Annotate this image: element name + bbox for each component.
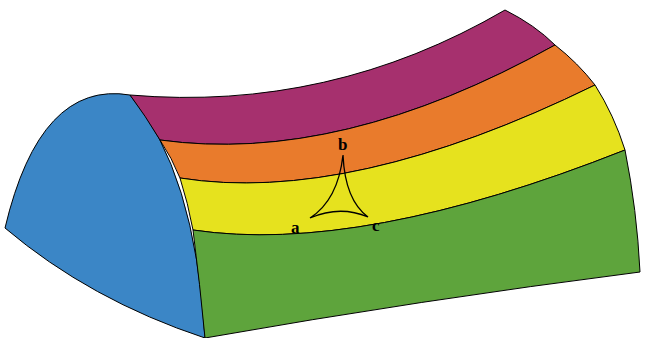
geodesic-triangle xyxy=(310,155,368,218)
vertex-label: a xyxy=(291,219,300,236)
vertex-label: b xyxy=(338,136,347,153)
vertex-label: c xyxy=(372,217,380,234)
green-band xyxy=(193,150,640,338)
